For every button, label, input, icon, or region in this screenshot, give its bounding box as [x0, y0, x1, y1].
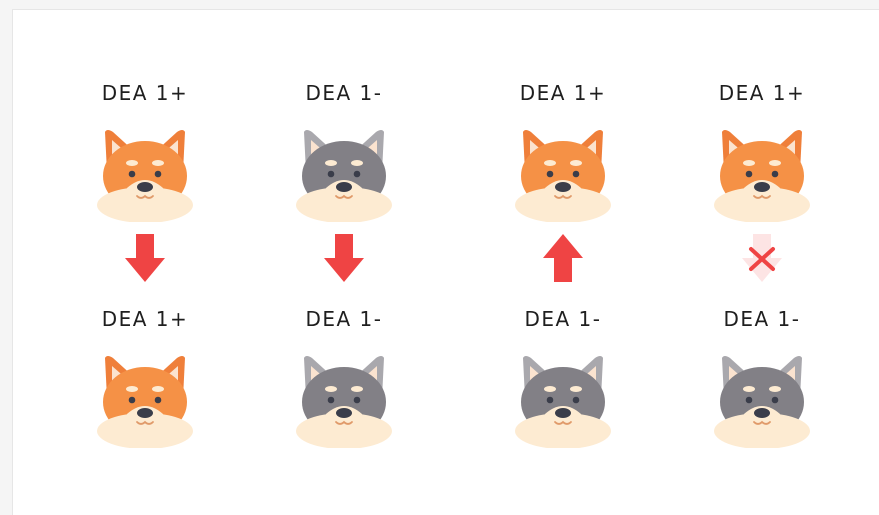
transfusion-column-2: DEA 1- DEA 1-	[254, 0, 434, 514]
donor-blood-type-label: DEA 1+	[101, 81, 189, 105]
shiba-dog-gray-icon	[296, 352, 392, 448]
donor-blood-type-label: DEA 1+	[718, 81, 806, 105]
transfusion-column-4: DEA 1+ DEA 1-	[672, 0, 852, 514]
donor-blood-type-label: DEA 1+	[519, 81, 607, 105]
down-arrow-icon	[322, 232, 366, 284]
shiba-dog-orange-icon	[97, 126, 193, 222]
recipient-blood-type-label: DEA 1+	[101, 307, 189, 331]
shiba-dog-orange-icon	[97, 352, 193, 448]
blocked-x-icon	[740, 232, 784, 284]
transfusion-column-3: DEA 1+ DEA 1-	[473, 0, 653, 514]
shiba-dog-gray-icon	[515, 352, 611, 448]
up-arrow-icon	[541, 232, 585, 284]
recipient-blood-type-label: DEA 1-	[524, 307, 602, 331]
shiba-dog-gray-icon	[296, 126, 392, 222]
transfusion-column-1: DEA 1+ DEA 1+	[55, 0, 235, 514]
down-arrow-icon	[123, 232, 167, 284]
recipient-blood-type-label: DEA 1-	[723, 307, 801, 331]
shiba-dog-orange-icon	[714, 126, 810, 222]
donor-blood-type-label: DEA 1-	[305, 81, 383, 105]
shiba-dog-gray-icon	[714, 352, 810, 448]
recipient-blood-type-label: DEA 1-	[305, 307, 383, 331]
shiba-dog-orange-icon	[515, 126, 611, 222]
